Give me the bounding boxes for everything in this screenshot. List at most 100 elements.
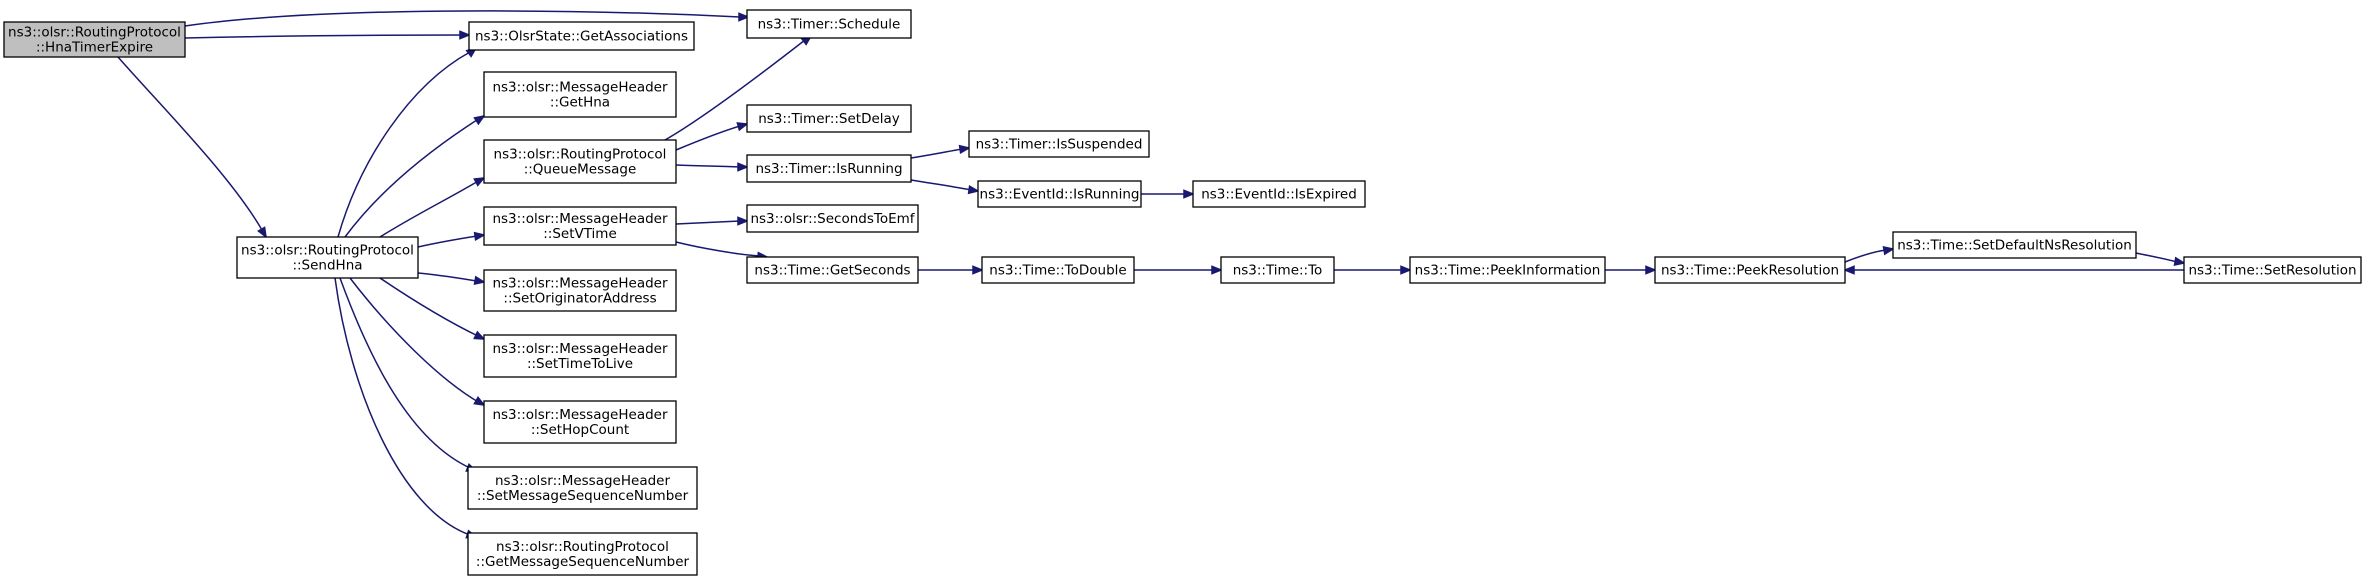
node-label: ns3::olsr::MessageHeader — [492, 276, 668, 292]
edge-line — [417, 235, 478, 248]
node-box — [1654, 256, 1846, 284]
edge-timerIsRunning-to-timerIsSuspended — [910, 144, 971, 159]
edge-setDefaultNsResolution-to-setResolution — [2135, 252, 2186, 266]
node-label: ::SendHna — [292, 258, 362, 274]
node-box — [483, 206, 677, 246]
node-getAssociations[interactable]: ns3::OlsrState::GetAssociations — [468, 21, 695, 51]
edge-sendHna-to-setVTime — [417, 231, 486, 248]
node-setOriginatorAddress[interactable]: ns3::olsr::MessageHeader::SetOriginatorA… — [483, 269, 677, 312]
arrowhead-icon — [2173, 256, 2186, 266]
node-box — [977, 180, 1142, 208]
node-label: ns3::EventId::IsRunning — [980, 187, 1140, 203]
node-box — [483, 269, 677, 312]
node-box — [981, 256, 1135, 284]
node-label: ns3::Time::PeekInformation — [1415, 263, 1601, 279]
edge-sendHna-to-setMessageSequenceNumber — [339, 277, 478, 472]
edge-sendHna-to-getAssociations — [337, 46, 478, 238]
edge-timeGetSeconds-to-timeToDouble — [918, 265, 985, 275]
node-setTimeToLive[interactable]: ns3::olsr::MessageHeader::SetTimeToLive — [483, 334, 677, 378]
node-timeTo[interactable]: ns3::Time::To — [1220, 256, 1335, 284]
edge-peekInformation-to-peekResolution — [1605, 265, 1658, 275]
node-box — [1409, 256, 1606, 284]
edge-hnaTimerExpire-to-sendHna — [117, 56, 268, 239]
arrowhead-icon — [257, 226, 268, 239]
edge-timeToDouble-to-timeTo — [1134, 265, 1224, 275]
node-box — [746, 9, 912, 39]
node-label: ::HnaTimerExpire — [36, 40, 153, 56]
edge-line — [379, 179, 481, 238]
node-setVTime[interactable]: ns3::olsr::MessageHeader::SetVTime — [483, 206, 677, 246]
node-getHna[interactable]: ns3::olsr::MessageHeader::GetHna — [483, 71, 677, 118]
node-label: ns3::OlsrState::GetAssociations — [475, 29, 688, 45]
node-box — [1192, 180, 1366, 208]
arrowhead-icon — [473, 114, 486, 126]
edge-sendHna-to-getMessageSequenceNumber — [334, 277, 478, 539]
node-peekInformation[interactable]: ns3::Time::PeekInformation — [1409, 256, 1606, 284]
node-secondsToEmf[interactable]: ns3::olsr::SecondsToEmf — [746, 204, 919, 233]
edge-line — [675, 164, 741, 168]
node-label: ::SetHopCount — [531, 422, 629, 438]
node-timerIsSuspended[interactable]: ns3::Timer::IsSuspended — [968, 130, 1150, 158]
node-label: ns3::Time::PeekResolution — [1661, 263, 1839, 279]
node-label: ns3::olsr::MessageHeader — [492, 211, 668, 227]
node-box — [467, 532, 698, 576]
edge-line — [117, 56, 263, 231]
node-box — [467, 466, 698, 510]
edge-line — [675, 125, 741, 151]
node-label: ::GetMessageSequenceNumber — [476, 554, 690, 570]
edge-line — [334, 277, 471, 536]
arrowhead-icon — [737, 162, 750, 172]
node-label: ns3::EventId::IsExpired — [1201, 187, 1357, 203]
edge-eventIdIsRunning-to-eventIdIsExpired — [1140, 189, 1196, 199]
arrowhead-icon — [737, 216, 750, 226]
arrowhead-icon — [1211, 265, 1224, 275]
edges-layer — [117, 10, 2186, 539]
node-setHopCount[interactable]: ns3::olsr::MessageHeader::SetHopCount — [483, 400, 677, 444]
node-label: ns3::olsr::MessageHeader — [492, 407, 668, 423]
arrowhead-icon — [473, 177, 486, 187]
arrowhead-icon — [736, 122, 749, 132]
node-timeGetSeconds[interactable]: ns3::Time::GetSeconds — [746, 256, 919, 284]
edge-sendHna-to-getHna — [344, 114, 486, 238]
arrowhead-icon — [738, 12, 751, 22]
edge-sendHna-to-queueMessage — [379, 177, 486, 238]
node-setMessageSequenceNumber[interactable]: ns3::olsr::MessageHeader::SetMessageSequ… — [467, 466, 698, 510]
node-peekResolution[interactable]: ns3::Time::PeekResolution — [1654, 256, 1846, 284]
node-label: ns3::olsr::MessageHeader — [495, 473, 671, 489]
node-box — [746, 204, 919, 233]
node-label: ::GetHna — [550, 95, 610, 111]
node-setResolution[interactable]: ns3::Time::SetResolution — [2183, 256, 2362, 284]
node-box — [483, 400, 677, 444]
node-eventIdIsExpired[interactable]: ns3::EventId::IsExpired — [1192, 180, 1366, 208]
node-label: ns3::olsr::MessageHeader — [492, 80, 668, 96]
node-timerIsRunning[interactable]: ns3::Timer::IsRunning — [746, 154, 912, 183]
node-label: ns3::olsr::RoutingProtocol — [241, 243, 414, 259]
node-box — [2183, 256, 2362, 284]
node-box — [968, 130, 1150, 158]
node-label: ns3::olsr::RoutingProtocol — [496, 539, 669, 555]
edge-line — [184, 34, 463, 39]
node-box — [483, 334, 677, 378]
node-label: ns3::Time::ToDouble — [989, 263, 1126, 279]
node-label: ns3::Timer::SetDelay — [758, 111, 900, 127]
node-timerSetDelay[interactable]: ns3::Timer::SetDelay — [746, 104, 912, 133]
node-label: ns3::olsr::RoutingProtocol — [494, 147, 667, 163]
node-sendHna[interactable]: ns3::olsr::RoutingProtocol::SendHna — [236, 236, 419, 279]
edge-sendHna-to-setTimeToLive — [379, 277, 486, 340]
arrowhead-icon — [473, 396, 486, 407]
node-timerSchedule[interactable]: ns3::Timer::Schedule — [746, 9, 912, 39]
edge-line — [417, 272, 478, 282]
edge-line — [1844, 249, 1887, 263]
node-hnaTimerExpire[interactable]: ns3::olsr::RoutingProtocol::HnaTimerExpi… — [3, 21, 186, 58]
edge-sendHna-to-setHopCount — [349, 277, 486, 407]
node-label: ns3::Time::SetDefaultNsResolution — [1897, 238, 2132, 254]
node-queueMessage[interactable]: ns3::olsr::RoutingProtocol::QueueMessage — [483, 139, 677, 184]
node-getMessageSequenceNumber[interactable]: ns3::olsr::RoutingProtocol::GetMessageSe… — [467, 532, 698, 576]
node-eventIdIsRunning[interactable]: ns3::EventId::IsRunning — [977, 180, 1142, 208]
edge-line — [337, 51, 471, 238]
edge-setResolution-to-peekResolution — [1842, 265, 2184, 275]
arrowhead-icon — [958, 144, 971, 155]
node-setDefaultNsResolution[interactable]: ns3::Time::SetDefaultNsResolution — [1892, 231, 2137, 259]
node-timeToDouble[interactable]: ns3::Time::ToDouble — [981, 256, 1135, 284]
